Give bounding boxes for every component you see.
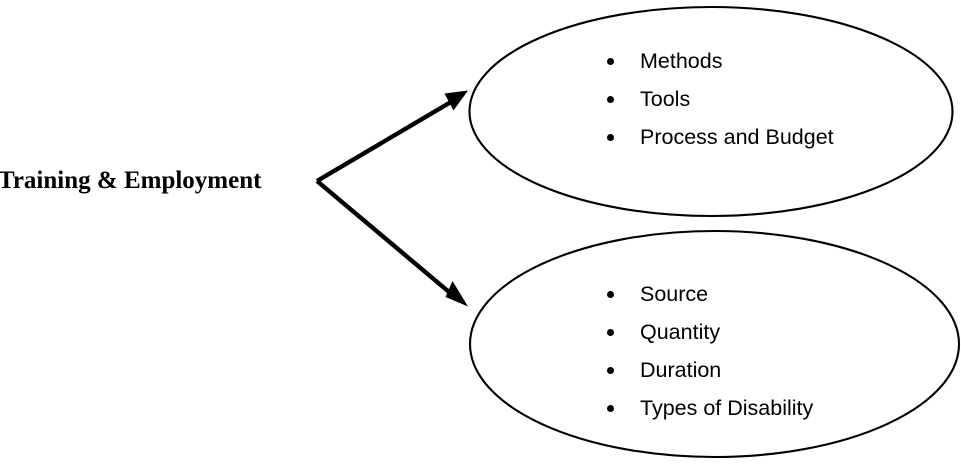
list-item[interactable]: Source [607,275,813,313]
list-item[interactable]: Methods [607,42,834,80]
bullet-dot-icon [607,290,614,298]
list-item-label: Tools [640,87,691,111]
bullet-dot-icon [607,366,614,374]
bullet-dot-icon [607,404,614,412]
bullet-dot-icon [607,133,614,141]
list-item[interactable]: Process and Budget [607,118,834,156]
bullet-dot-icon [607,57,614,65]
list-item-label: Methods [640,49,723,73]
list-item-label: Source [640,282,709,306]
list-item[interactable]: Quantity [607,313,813,351]
bottom-node-item-list: Source Quantity Duration Types of Disabi… [607,275,813,427]
list-item-label: Duration [640,358,722,382]
ellipse-bottom-node[interactable] [468,229,961,459]
ellipse-top-node[interactable] [468,5,954,218]
root-node-label: Training & Employment [0,167,262,194]
top-node-item-list: Methods Tools Process and Budget [607,42,834,156]
arrow-to-top-node [315,90,468,183]
bullet-dot-icon [607,328,614,336]
list-item[interactable]: Tools [607,80,834,118]
bullet-dot-icon [607,95,614,103]
list-item-label: Quantity [640,320,721,344]
list-item-label: Types of Disability [640,396,814,420]
list-item-label: Process and Budget [640,125,834,149]
list-item[interactable]: Duration [607,351,813,389]
arrow-to-bottom-node [315,179,468,307]
list-item[interactable]: Types of Disability [607,389,813,427]
